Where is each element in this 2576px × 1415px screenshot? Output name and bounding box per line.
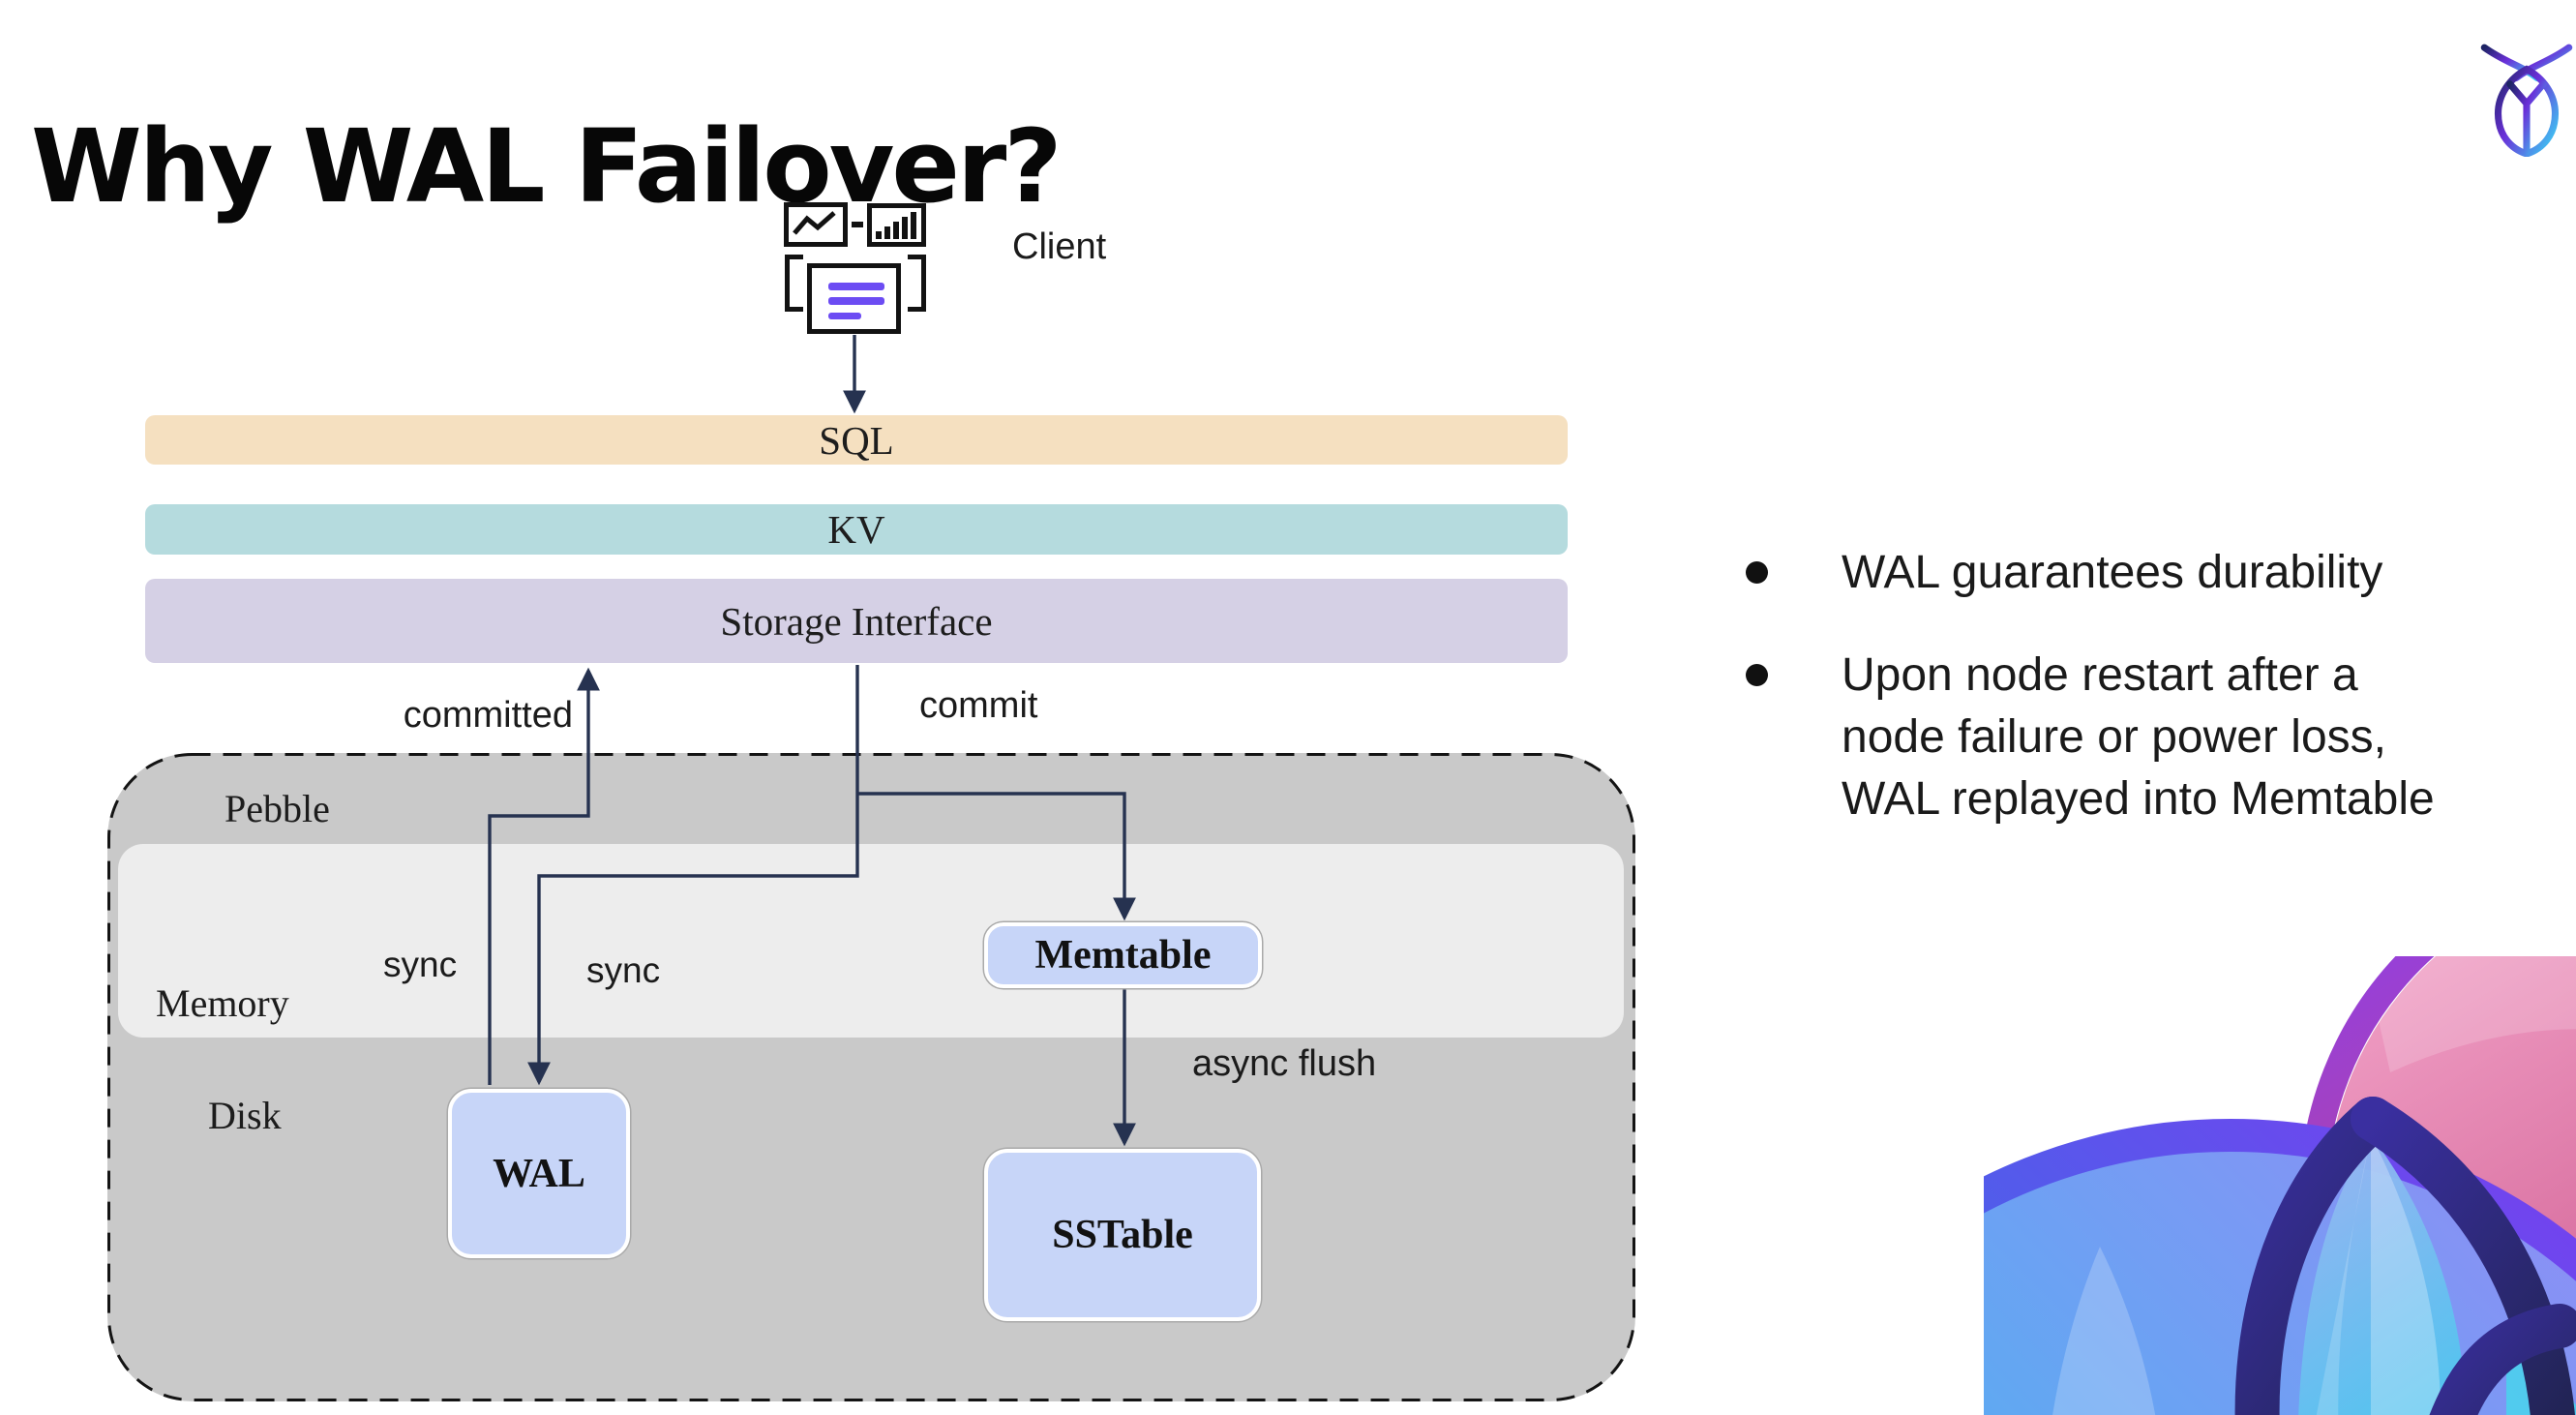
- client-label: Client: [1012, 226, 1107, 267]
- left-bracket-icon: [785, 255, 803, 312]
- storage-interface-bar: Storage Interface: [145, 579, 1568, 663]
- memtable-label: Memtable: [1034, 933, 1212, 978]
- cockroachdb-brand-art: [1984, 956, 2576, 1415]
- kv-layer-bar: KV: [145, 504, 1568, 555]
- sstable-label: SSTable: [1052, 1213, 1193, 1257]
- right-bracket-icon: [908, 255, 926, 312]
- memtable-box: Memtable: [984, 922, 1262, 988]
- kv-layer-label: KV: [827, 507, 885, 552]
- memory-band: [118, 844, 1624, 1038]
- sql-layer-label: SQL: [819, 417, 894, 463]
- dash-icon: [852, 222, 863, 227]
- list-item: Upon node restart after a node failure o…: [1734, 645, 2547, 830]
- bullet-icon: [1746, 561, 1768, 584]
- bar-chart-monitor-icon: [867, 203, 926, 247]
- sstable-box: SSTable: [984, 1149, 1261, 1321]
- commit-label: commit: [919, 685, 1038, 726]
- memory-label: Memory: [156, 981, 289, 1025]
- wal-box: WAL: [448, 1089, 630, 1258]
- disk-label: Disk: [208, 1094, 282, 1137]
- pebble-label: Pebble: [225, 787, 330, 830]
- client-icon: [784, 199, 929, 337]
- bullet-icon: [1746, 664, 1768, 686]
- async-flush-label: async flush: [1192, 1043, 1377, 1084]
- bullet-list: WAL guarantees durability Upon node rest…: [1734, 542, 2547, 871]
- sync-label-right: sync: [586, 950, 661, 990]
- sync-label-left: sync: [383, 945, 458, 984]
- sql-layer-bar: SQL: [145, 415, 1568, 465]
- committed-label: committed: [403, 695, 573, 736]
- bullet-text: WAL guarantees durability: [1842, 547, 2383, 598]
- cockroachdb-logo-icon: [2477, 39, 2576, 158]
- document-line: [828, 283, 884, 290]
- document-line: [828, 313, 861, 319]
- bullet-text: Upon node restart after a node failure o…: [1842, 649, 2435, 825]
- sql-document-icon: [807, 263, 901, 334]
- list-item: WAL guarantees durability: [1734, 542, 2547, 604]
- storage-interface-label: Storage Interface: [720, 598, 993, 644]
- line-chart-monitor-icon: [784, 202, 848, 247]
- wal-label: WAL: [493, 1151, 585, 1196]
- document-line: [828, 297, 884, 305]
